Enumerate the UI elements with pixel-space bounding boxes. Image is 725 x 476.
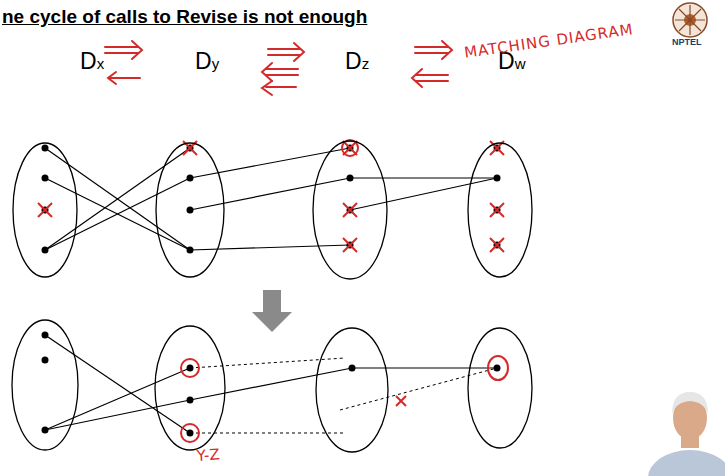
domain-label: Dy bbox=[195, 48, 219, 76]
handwritten-note: MATCHING DIAGRAM bbox=[463, 20, 635, 62]
nptel-logo bbox=[673, 3, 707, 37]
value-dots bbox=[42, 145, 501, 254]
domain-ellipse: Dx bbox=[12, 142, 78, 278]
highlight-marks bbox=[181, 356, 508, 442]
value-links bbox=[45, 148, 497, 250]
ellipse-outline bbox=[312, 140, 388, 280]
ellipse-outline bbox=[467, 142, 533, 278]
domain-label: Dz bbox=[345, 48, 369, 76]
handwritten-note: Y-Z bbox=[196, 445, 220, 465]
removed-marks bbox=[38, 140, 504, 252]
logo-text: NPTEL bbox=[672, 37, 702, 47]
transform-arrow bbox=[252, 290, 292, 332]
domain-ellipse: Dz bbox=[312, 140, 388, 280]
domain-ellipse: Dy bbox=[155, 142, 225, 278]
domain-label: Dx bbox=[80, 48, 104, 76]
domain-ellipses bbox=[12, 320, 532, 452]
slide-title: ne cycle of calls to Revise is not enoug… bbox=[2, 6, 367, 28]
removed-links bbox=[190, 358, 497, 433]
revise-arrows bbox=[105, 41, 452, 95]
presenter-photo bbox=[648, 392, 725, 476]
value-dots bbox=[42, 332, 501, 437]
value-links bbox=[45, 335, 497, 433]
domain-ellipse: Dw bbox=[467, 142, 533, 278]
ellipse-outline bbox=[155, 142, 225, 278]
ellipse-outline bbox=[12, 142, 78, 278]
